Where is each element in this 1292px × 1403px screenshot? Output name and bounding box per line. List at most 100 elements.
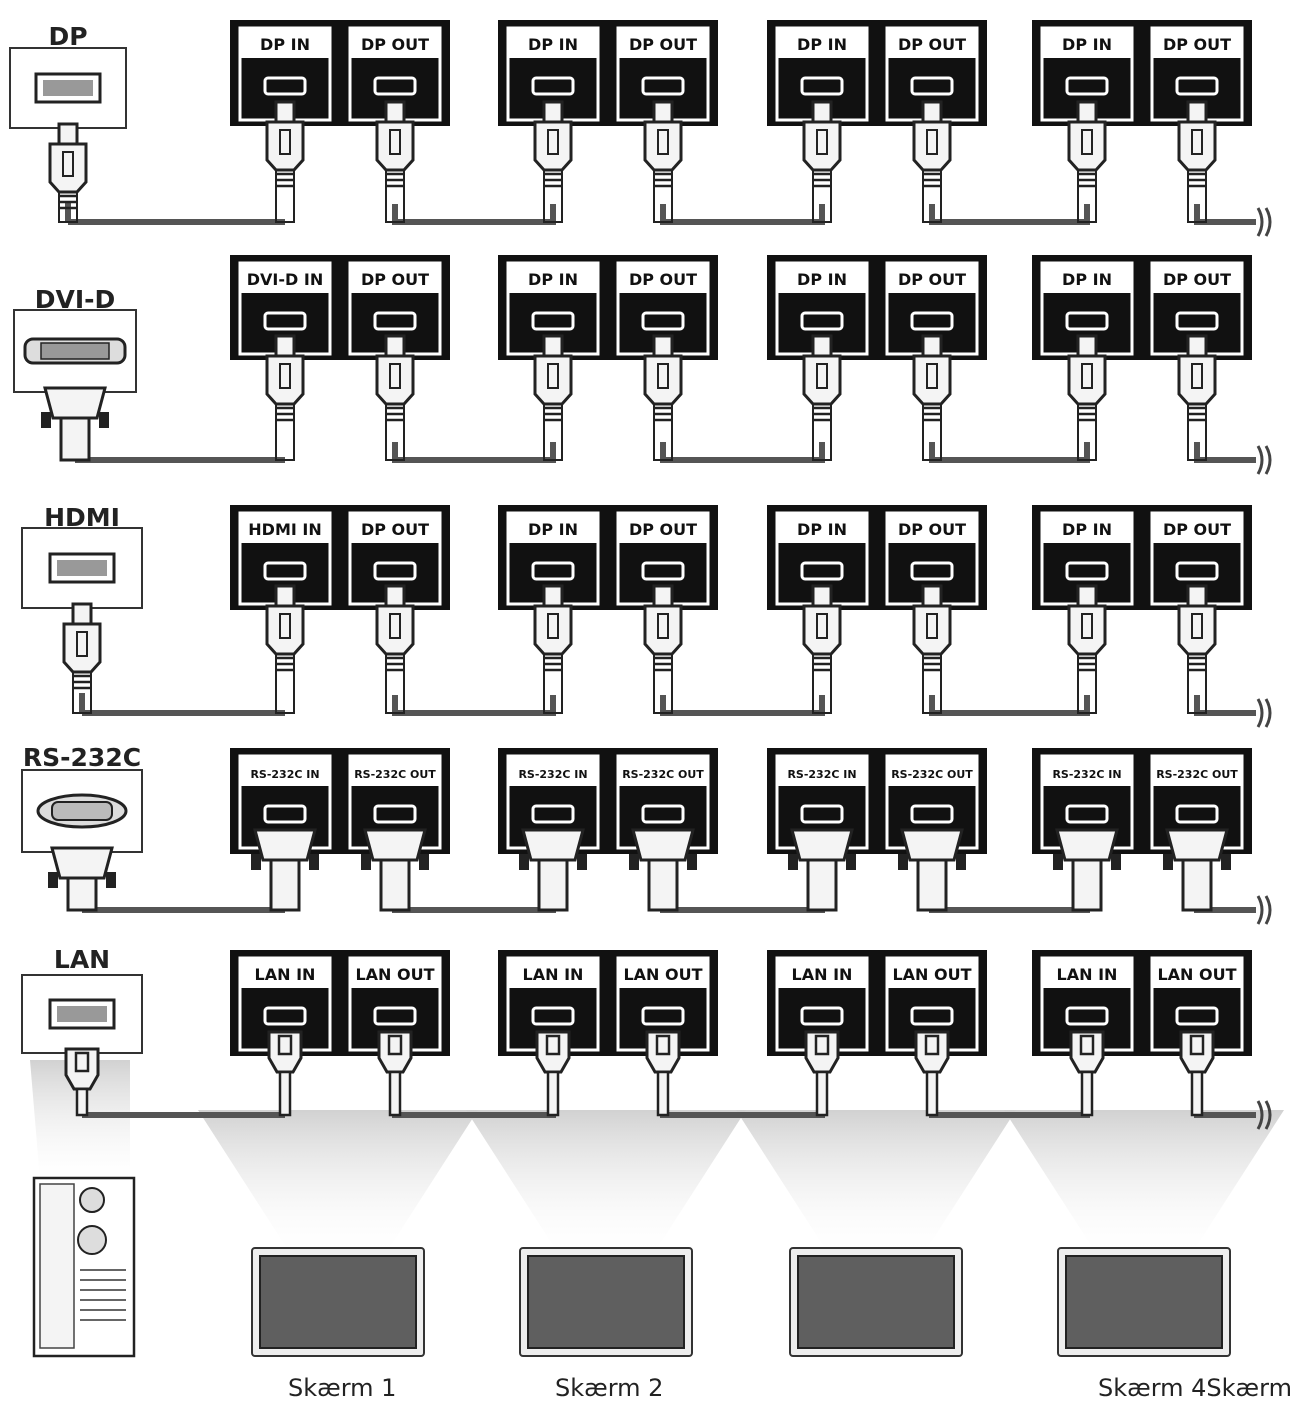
port-socket-icon (910, 76, 954, 96)
port-socket-icon (263, 804, 307, 824)
cable (660, 1097, 825, 1118)
in-plug (533, 334, 573, 461)
port-label: DP OUT (629, 270, 697, 289)
port-socket-icon (1175, 1006, 1219, 1026)
port-label: DP IN (797, 520, 847, 539)
out-plug (912, 334, 952, 461)
projection-beam (466, 1110, 746, 1250)
in-plug (802, 584, 842, 714)
in-plug (1067, 100, 1107, 223)
in-plug (251, 828, 319, 912)
port-panel-3: DP IN DP OUT (767, 505, 987, 610)
screen-label-1: Skærm 1 (288, 1374, 397, 1402)
port-socket-icon (263, 311, 307, 331)
source-plug (48, 122, 88, 223)
hdmi-icon (21, 527, 143, 609)
port-socket-icon (641, 561, 685, 581)
port-socket-icon (1065, 311, 1109, 331)
lan-port-icon (21, 974, 143, 1054)
port-label: DP IN (260, 35, 310, 54)
cable-break-icon (1256, 895, 1272, 925)
port-socket-icon (373, 804, 417, 824)
port-label: DP OUT (898, 520, 966, 539)
source-plug (62, 602, 102, 714)
cable (660, 204, 825, 225)
out-plug (375, 100, 415, 223)
cable-break-icon (1256, 207, 1272, 237)
port-socket-icon (800, 311, 844, 331)
port-panel-1: DP IN DP OUT (230, 20, 450, 126)
source-label: LAN (54, 945, 110, 974)
port-label: DP IN (528, 520, 578, 539)
cable-break-icon (1256, 1100, 1272, 1130)
projection-beam (1004, 1110, 1284, 1250)
port-label: DP OUT (629, 35, 697, 54)
out-plug (898, 828, 966, 912)
port-label: DP IN (1062, 520, 1112, 539)
out-plug (912, 100, 952, 223)
port-socket-icon (800, 561, 844, 581)
in-plug (265, 584, 305, 714)
port-label: LAN IN (523, 965, 584, 984)
cable (660, 442, 825, 463)
port-label: DP OUT (361, 270, 429, 289)
monitor-icon (251, 1247, 425, 1357)
port-socket-icon (531, 76, 575, 96)
cable (392, 1097, 556, 1118)
port-label: DP OUT (1163, 270, 1231, 289)
port-socket-icon (1065, 561, 1109, 581)
port-label: LAN IN (1057, 965, 1118, 984)
port-socket-icon (641, 311, 685, 331)
source-plug (48, 846, 116, 912)
port-label: DP IN (797, 35, 847, 54)
in-plug (265, 334, 305, 461)
port-label: DP IN (1062, 270, 1112, 289)
in-plug (788, 828, 856, 912)
port-label: RS-232C OUT (891, 768, 973, 781)
port-label: RS-232C IN (787, 768, 856, 781)
monitor-icon (1057, 1247, 1231, 1357)
out-plug (375, 584, 415, 714)
out-plug (375, 334, 415, 461)
port-socket-icon (531, 311, 575, 331)
port-label: DP OUT (629, 520, 697, 539)
port-label: LAN IN (792, 965, 853, 984)
port-label: DP OUT (361, 35, 429, 54)
port-socket-icon (1065, 1006, 1109, 1026)
out-plug (1179, 1030, 1215, 1117)
displayport-icon (9, 47, 127, 129)
projection-beam (198, 1110, 478, 1250)
source-label: RS-232C (23, 743, 141, 772)
port-label: RS-232C IN (1052, 768, 1121, 781)
dvi-icon (13, 309, 137, 393)
cable (929, 695, 1090, 716)
port-panel-2: DP IN DP OUT (498, 505, 718, 610)
in-plug (267, 1030, 303, 1117)
cable (929, 442, 1090, 463)
cable (392, 442, 556, 463)
cable-break-icon (1256, 445, 1272, 475)
port-socket-icon (531, 1006, 575, 1026)
port-socket-icon (1065, 76, 1109, 96)
port-label: RS-232C OUT (354, 768, 436, 781)
source-plug (64, 1047, 100, 1117)
port-socket-icon (1175, 76, 1219, 96)
port-socket-icon (531, 804, 575, 824)
serial-port-icon (21, 769, 143, 853)
port-label: DP IN (528, 35, 578, 54)
port-label: RS-232C IN (250, 768, 319, 781)
out-plug (914, 1030, 950, 1117)
port-socket-icon (910, 1006, 954, 1026)
cable (660, 695, 825, 716)
out-plug (1177, 584, 1217, 714)
cable (929, 892, 1090, 913)
screen-label-4: Skærm 4Skærm (1098, 1374, 1292, 1402)
port-socket-icon (800, 1006, 844, 1026)
